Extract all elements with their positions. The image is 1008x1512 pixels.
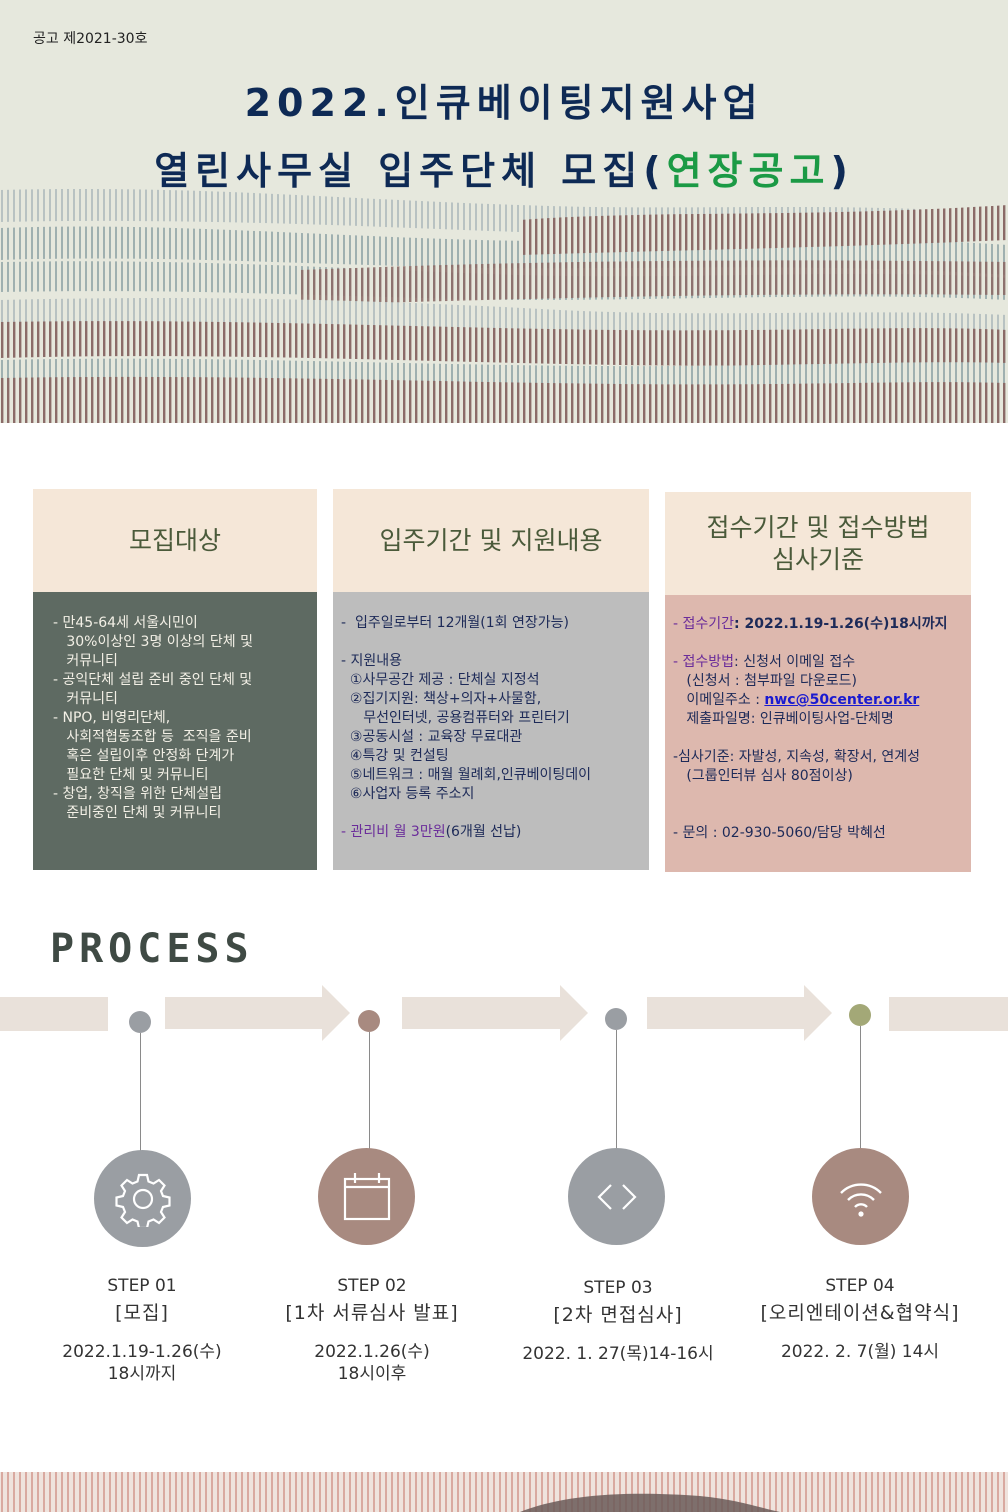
step-label: STEP 01 xyxy=(107,1276,177,1296)
fee-label: - 관리비 월 3만원 xyxy=(341,824,446,840)
step-name: [오리엔테이션&협약식] xyxy=(760,1302,960,1324)
apply-method-label: - 접수방법 xyxy=(673,654,735,670)
apply-email: 이메일주소 : nwc@50center.or.kr xyxy=(673,691,965,710)
apply-heading-line1: 접수기간 및 접수방법 xyxy=(706,512,930,542)
criteria: -심사기준: 자발성, 지속성, 확장서, 연계성 xyxy=(673,749,920,765)
apply-period: - 접수기간: 2022.1.19-1.26(수)18시까지 xyxy=(673,615,965,634)
contact: - 문의 : 02-930-5060/담당 박혜선 xyxy=(673,825,886,841)
support-title: - 지원내용 xyxy=(341,653,403,669)
arrow-segment xyxy=(165,985,350,1041)
target-item: - 만45-64세 서울시민이 xyxy=(53,615,198,631)
apply-method-note: (신청서 : 첨부파일 다운로드) xyxy=(673,673,858,689)
step-label: STEP 04 xyxy=(825,1276,895,1296)
support-item: ③공동시설 : 교육장 무료대관 xyxy=(341,729,523,745)
period-heading-text: 입주기간 및 지원내용 xyxy=(379,525,603,555)
support-item: ⑥사업자 등록 주소지 xyxy=(341,786,475,802)
target-item: 혹은 설립이후 안정화 단계가 xyxy=(53,748,235,764)
step-dot-4 xyxy=(849,1004,871,1026)
step-3: STEP 03 [2차 면접심사] 2022. 1. 27(목)14-16시 xyxy=(498,1278,738,1365)
calendar-icon xyxy=(343,1172,390,1220)
title-main: 열린사무실 입주단체 모집 xyxy=(154,149,644,193)
arrow-segment xyxy=(647,985,832,1041)
title-close-paren: ) xyxy=(830,149,854,193)
step-label: STEP 02 xyxy=(337,1276,407,1296)
arrow-segment xyxy=(0,997,108,1031)
target-heading-text: 모집대상 xyxy=(128,525,221,555)
step-dot-1 xyxy=(129,1011,151,1033)
period-body: - 입주일로부터 12개월(1회 연장가능) - 지원내용 ①사무공간 제공 :… xyxy=(333,592,649,870)
wifi-icon xyxy=(839,1182,882,1217)
email-label: 이메일주소 : xyxy=(673,692,765,708)
management-fee: - 관리비 월 3만원(6개월 선납) xyxy=(341,823,643,842)
step-name: [모집] xyxy=(115,1302,169,1324)
step-name: [1차 서류심사 발표] xyxy=(285,1302,459,1324)
code-icon xyxy=(596,1183,637,1210)
support-item: ①사무공간 제공 : 단체실 지정석 xyxy=(341,672,540,688)
target-body: - 만45-64세 서울시민이 30%이상인 3명 이상의 단체 및 커뮤니티 … xyxy=(33,592,317,870)
target-item: - 공익단체 설립 준비 중인 단체 및 xyxy=(53,672,253,688)
criteria-note: (그룹인터뷰 심사 80점이상) xyxy=(673,768,853,784)
email-link[interactable]: nwc@50center.or.kr xyxy=(764,692,920,708)
support-item: ④특강 및 컨설팅 xyxy=(341,748,449,764)
step-circle-1 xyxy=(94,1150,191,1247)
support-item: 무선인터넷, 공용컴퓨터와 프린터기 xyxy=(341,710,570,726)
period-duration: - 입주일로부터 12개월(1회 연장가능) xyxy=(341,615,569,631)
period-heading: 입주기간 및 지원내용 xyxy=(333,489,649,592)
step-line-1 xyxy=(140,1033,141,1163)
target-item: 준비중인 단체 및 커뮤니티 xyxy=(53,805,222,821)
title-highlight: 연장공고 xyxy=(666,149,831,193)
step-date: 2022. 1. 27(목)14-16시 xyxy=(522,1344,714,1364)
step-date: 2022. 2. 7(월) 14시 xyxy=(780,1342,940,1362)
arrow-segment xyxy=(889,997,1008,1031)
support-item: ⑤네트워크 : 매월 월례회,인큐베이팅데이 xyxy=(341,767,592,783)
notice-number: 공고 제2021-30호 xyxy=(33,31,148,47)
step-2: STEP 02 [1차 서류심사 발표] 2022.1.26(수) 18시이후 xyxy=(232,1276,512,1385)
step-1: STEP 01 [모집] 2022.1.19-1.26(수) 18시까지 xyxy=(32,1276,252,1385)
apply-method: - 접수방법: 신청서 이메일 접수 xyxy=(673,653,965,672)
target-item: 사회적협동조합 등 조직을 준비 xyxy=(53,729,252,745)
step-dot-3 xyxy=(605,1008,627,1030)
target-item: - NPO, 비영리단체, xyxy=(53,710,171,726)
stripe-pattern xyxy=(0,188,1008,423)
apply-heading: 접수기간 및 접수방법 심사기준 xyxy=(665,492,971,595)
apply-file-name: 제출파일명: 인큐베이팅사업-단체명 xyxy=(673,711,894,727)
support-item: ②집기지원: 책상+의자+사물함, xyxy=(341,691,542,707)
footer-stripe xyxy=(0,1472,1008,1512)
step-label: STEP 03 xyxy=(583,1278,653,1298)
footer-pattern xyxy=(0,1472,1008,1512)
page-title-line1: 2022.인큐베이팅지원사업 xyxy=(244,81,764,125)
step-line-4 xyxy=(860,1026,861,1156)
fee-note: (6개월 선납) xyxy=(445,824,522,840)
step-circle-4 xyxy=(812,1148,909,1245)
gear-icon xyxy=(114,1173,171,1227)
header-banner: 공고 제2021-30호 2022.인큐베이팅지원사업 열린사무실 입주단체 모… xyxy=(0,0,1008,423)
step-circle-2 xyxy=(318,1148,415,1245)
target-item: 필요한 단체 및 커뮤니티 xyxy=(53,767,209,783)
apply-method-value: : 신청서 이메일 접수 xyxy=(734,654,856,670)
step-line-2 xyxy=(369,1032,370,1162)
step-date: 2022.1.26(수) 18시이후 xyxy=(314,1342,430,1384)
apply-heading-line2: 심사기준 xyxy=(771,544,864,574)
target-item: - 창업, 창직을 위한 단체설립 xyxy=(53,786,222,802)
step-name: [2차 면접심사] xyxy=(553,1304,683,1326)
title-open-paren: ( xyxy=(643,149,667,193)
apply-period-value: : 2022.1.19-1.26(수)18시까지 xyxy=(734,616,948,632)
target-heading: 모집대상 xyxy=(33,489,317,592)
apply-body: - 접수기간: 2022.1.19-1.26(수)18시까지 - 접수방법: 신… xyxy=(665,595,971,872)
step-circle-3 xyxy=(568,1148,665,1245)
step-4: STEP 04 [오리엔테이션&협약식] 2022. 2. 7(월) 14시 xyxy=(735,1276,985,1363)
target-item: 커뮤니티 xyxy=(53,691,118,707)
apply-period-label: - 접수기간 xyxy=(673,616,735,632)
process-title: PROCESS xyxy=(50,926,254,972)
step-dot-2 xyxy=(358,1010,380,1032)
arrow-segment xyxy=(402,985,588,1041)
target-item: 30%이상인 3명 이상의 단체 및 xyxy=(53,634,253,650)
page-title-line2: 열린사무실 입주단체 모집(연장공고) xyxy=(0,140,1008,195)
step-date: 2022.1.19-1.26(수) 18시까지 xyxy=(62,1342,222,1384)
step-line-3 xyxy=(616,1030,617,1160)
process-arrow-track xyxy=(0,985,1008,1041)
target-item: 커뮤니티 xyxy=(53,653,118,669)
